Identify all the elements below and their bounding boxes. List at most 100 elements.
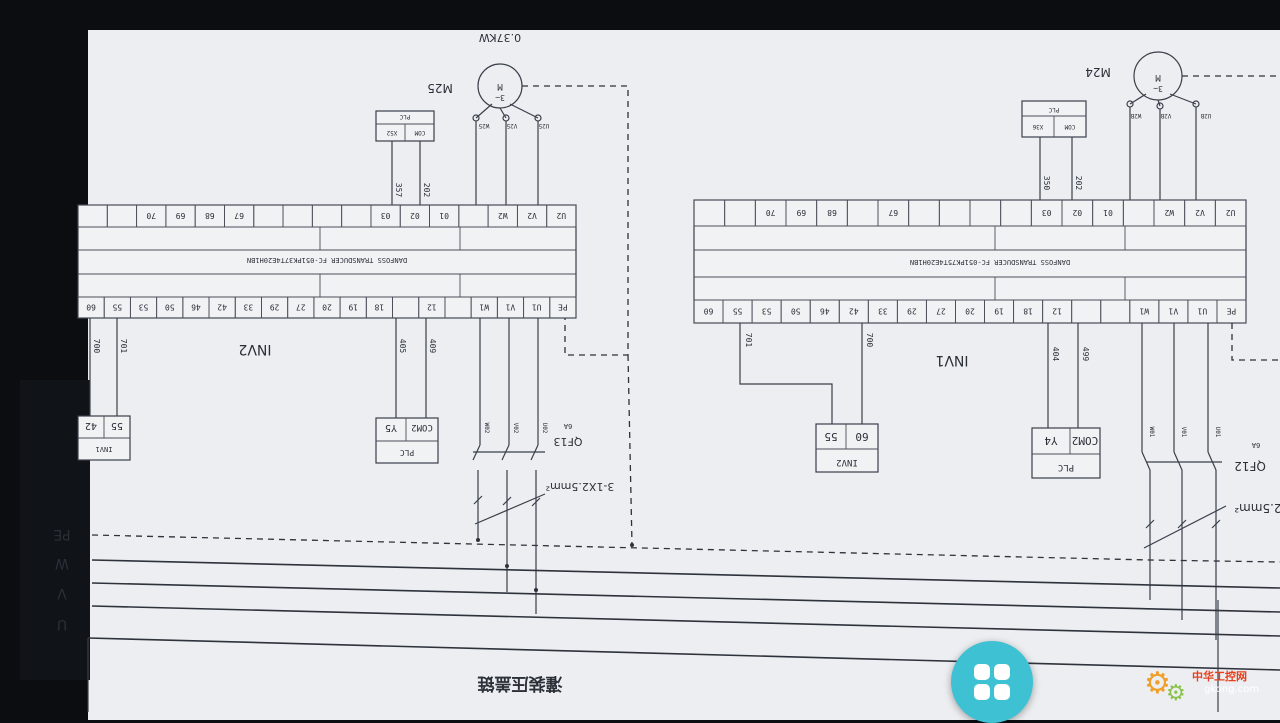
bus-label-v: V (57, 585, 67, 601)
inv1-inv-wire-2: 700 (865, 333, 874, 348)
power-bus: PE W V U (53, 526, 1280, 712)
inv2-top-terminal-label: 69 (176, 211, 186, 220)
inv2-bottom-terminal-label: 19 (348, 303, 358, 312)
inv1-bottom-terminal-label: 19 (994, 307, 1004, 316)
inv1-top-wire-2: 202 (1074, 176, 1083, 191)
inv2-motor-term-1: W25 (478, 122, 489, 129)
inv2-plc-wire-1: 405 (398, 339, 407, 354)
inv2-left-wire-1: 700 (92, 339, 101, 354)
inv1-bottom-terminal-label: 55 (733, 307, 743, 316)
inv1-bottom-terminal-label: U1 (1197, 307, 1207, 316)
inv2-top-terminal-label: 02 (410, 211, 420, 220)
motor-m24-phase: 3~ (1153, 84, 1163, 93)
inv2-breaker-phase-1: W02 (483, 423, 490, 434)
inv2-bottom-terminal-label: PE (558, 303, 568, 312)
inv2-bottom-terminal-label: 50 (165, 303, 175, 312)
inv2-top-terminal-label: 70 (146, 211, 156, 220)
motor-m25-code: M (497, 81, 503, 91)
inv1-breaker-id: QF12 (1234, 459, 1266, 473)
inv2-name: INV2 (238, 341, 271, 357)
inv1-inv-box-pin-2: 55 (824, 430, 837, 443)
inv1-plc-wire-2: 499 (1081, 347, 1090, 362)
inv2-breaker-phase-3: U02 (541, 423, 548, 434)
motor-m24-code: M (1155, 72, 1161, 82)
inv1-bottom-terminal-label: 18 (1023, 307, 1033, 316)
inv1-group: M 3~ M24 W2B V2B U2B PLC X36 COM 350 202… (693, 51, 1280, 640)
inv2-bottom-terminal-cell (549, 296, 577, 319)
inv2-top-terminal-label: V2 (527, 211, 537, 220)
inv2-bottom-terminal-label: 12 (427, 303, 437, 312)
inv1-motor-term-2: V2B (1160, 112, 1171, 119)
inv2-bottom-terminal-label: 60 (86, 303, 96, 312)
inv1-bottom-terminal-label: 42 (849, 307, 859, 316)
inv1-breaker-phase-2: V01 (1180, 427, 1187, 438)
inv1-breaker-phase-1: W01 (1148, 427, 1155, 438)
inv1-bottom-terminal-label: 29 (907, 307, 917, 316)
inv1-plc-out-label: PLC (1048, 106, 1059, 113)
grid-menu-icon (974, 664, 1010, 700)
inv2-top-terminal-label: 68 (205, 211, 215, 220)
inv2-top-terminal-label: 67 (234, 211, 244, 220)
bus-label-pe: PE (53, 526, 70, 542)
inv2-plc-box-pin-2: COM2 (411, 422, 433, 432)
inv2-plc-out-pin-2: COM (414, 129, 425, 136)
inv2-plc-box-label: PLC (400, 448, 415, 457)
inv1-breaker-rating: 6A (1251, 441, 1260, 449)
inv2-left-box-label: INV1 (96, 445, 113, 453)
inv2-top-wire-1: 357 (394, 183, 403, 198)
inv1-motor-term-1: W2B (1130, 112, 1141, 119)
inv2-top-terminal-label: W2 (498, 211, 508, 220)
inv1-top-terminal-label: 70 (766, 208, 776, 217)
inv2-plc-box-pin-1: Y5 (385, 422, 397, 433)
inv1-bottom-terminal-label: 33 (878, 307, 888, 316)
inv1-bottom-terminal-label: PE (1226, 307, 1236, 316)
inv2-breaker-cable: 3-1X2.5mm² (546, 480, 615, 493)
inv2-bottom-terminal-label: 42 (217, 303, 227, 312)
bus-label-u: U (57, 616, 67, 632)
inv2-bottom-terminal-label: 33 (243, 303, 253, 312)
inv2-left-box-pin-1: 42 (85, 420, 97, 431)
inv1-plc-out-pin-2: COM (1064, 123, 1075, 130)
inv2-breaker-id: QF13 (554, 435, 583, 448)
watermark-line2: gkong.com (1204, 684, 1260, 695)
inv2-bottom-terminal-label: U1 (532, 303, 542, 312)
inv2-top-terminal-label: 01 (439, 211, 449, 220)
inv1-bottom-terminal-label: 53 (762, 307, 772, 316)
inv2-motor-term-3: U25 (538, 122, 549, 129)
inv1-bottom-terminal-label: 50 (791, 307, 801, 316)
inv1-top-terminal-label: 03 (1042, 208, 1052, 217)
inv2-plc-out-pin-1: X52 (386, 129, 397, 136)
inv1-breaker-phase-3: U01 (1214, 427, 1221, 438)
inv1-top-terminal-label: 69 (796, 208, 806, 217)
inv1-plc-box-label: PLC (1058, 462, 1074, 472)
inv2-left-wire-2: 701 (119, 339, 128, 354)
inv2-bottom-terminal-label: 29 (270, 303, 280, 312)
inv1-bottom-terminal-label: V1 (1168, 307, 1178, 316)
watermark-line1: 中华工控网 (1192, 670, 1247, 683)
inv1-bottom-terminal-label: W1 (1139, 307, 1149, 316)
sheet-title: 灌装压盖链 (477, 673, 563, 694)
motor-m24-id: M24 (1085, 65, 1111, 79)
inv1-model-label: DANFOSS TRANSDUCER FC-051PK75T4E20H1BN (910, 258, 1070, 266)
paper-face (88, 30, 1280, 720)
inv1-plc-out-pin-1: X36 (1032, 123, 1043, 130)
inv1-bottom-terminal-label: 12 (1052, 307, 1062, 316)
inv1-plc-box (1031, 427, 1101, 479)
inv1-top-terminal-label: 68 (827, 208, 837, 217)
inv1-plc-box-pin-2: Y4 (1044, 434, 1058, 447)
fab-menu-button[interactable] (951, 641, 1033, 723)
inv2-top-terminal-label: U2 (556, 211, 566, 220)
motor-m25-power: 0.37KW (479, 31, 521, 44)
inv1-bottom-terminal-label: 20 (965, 307, 975, 316)
inv2-bottom-terminal-label: 55 (112, 303, 122, 312)
inv2-plc-box (375, 417, 439, 464)
inv2-breaker-rating: 6A (563, 422, 572, 430)
inv2-bottom-terminal-label: V1 (505, 303, 515, 312)
inv2-top-terminal-label: 03 (381, 211, 391, 220)
gear-small-icon: ⚙ (1166, 681, 1186, 706)
inv1-top-terminal-label: 67 (888, 208, 898, 217)
